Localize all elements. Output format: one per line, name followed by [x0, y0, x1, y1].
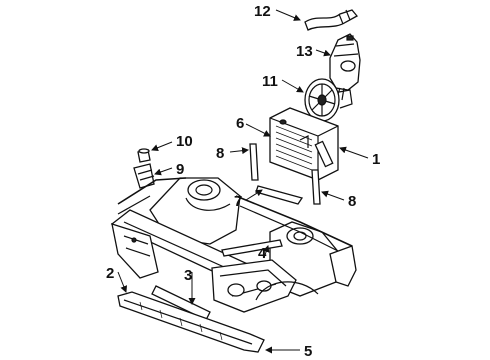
callout-3: 3 [184, 267, 192, 284]
callout-4: 4 [258, 245, 267, 262]
upper-hose [304, 9, 359, 31]
lower-support-strip [255, 185, 304, 205]
callout-8-left: 8 [216, 145, 224, 162]
callout-13: 13 [296, 43, 313, 60]
callout-labels: 12 13 11 6 1 8 8 10 9 7 4 2 3 5 [106, 3, 380, 360]
callout-1: 1 [372, 151, 380, 168]
front-end-structure [110, 177, 357, 313]
callout-7: 7 [234, 193, 242, 210]
callout-10: 10 [176, 133, 193, 150]
callout-11: 11 [262, 73, 278, 90]
callout-2: 2 [106, 265, 114, 282]
leader-lines [117, 9, 369, 354]
callout-6: 6 [236, 115, 244, 132]
fastener-cap [137, 148, 151, 163]
callout-5: 5 [304, 343, 312, 360]
callout-9: 9 [176, 161, 184, 178]
radiator-insulator-right [311, 169, 321, 205]
radiator-insulator-left [249, 143, 259, 181]
cooling-fan [304, 78, 353, 122]
callout-12: 12 [254, 3, 271, 20]
callout-8-right: 8 [348, 193, 356, 210]
coolant-reservoir [329, 33, 361, 101]
lower-deflector [117, 291, 265, 353]
bracket [133, 163, 155, 189]
